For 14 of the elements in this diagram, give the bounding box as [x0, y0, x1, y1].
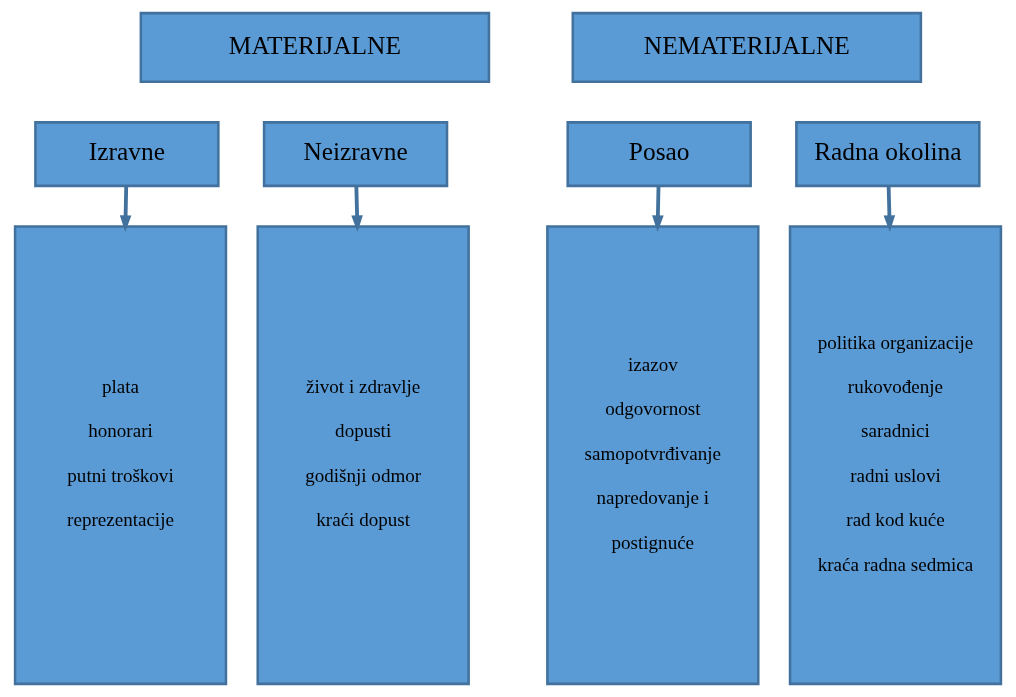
node-box: Izravne	[34, 121, 220, 188]
node-box: politika organizacije rukovođenje saradnici radni uslovi rad kod kuće kraća radna sedmica	[788, 225, 1003, 686]
node-box: Radna okolina	[795, 121, 981, 188]
arrow	[351, 186, 363, 232]
node-box: Neizravne	[262, 121, 449, 188]
node-box: Posao	[566, 121, 752, 188]
node-box: MATERIJALNE	[139, 11, 491, 83]
node-box: NEMATERIJALNE	[571, 11, 923, 83]
arrow	[652, 186, 664, 232]
arrow	[119, 186, 132, 232]
node-box: plata honorari putni troškovi reprezentacije	[13, 225, 228, 686]
node-box: izazov odgovornost samopotvrđivanje napredovanje i postignuće	[546, 225, 760, 686]
arrow	[883, 186, 896, 232]
node-box: život i zdravlje dopusti godišnji odmor kraći dopust	[256, 225, 470, 686]
